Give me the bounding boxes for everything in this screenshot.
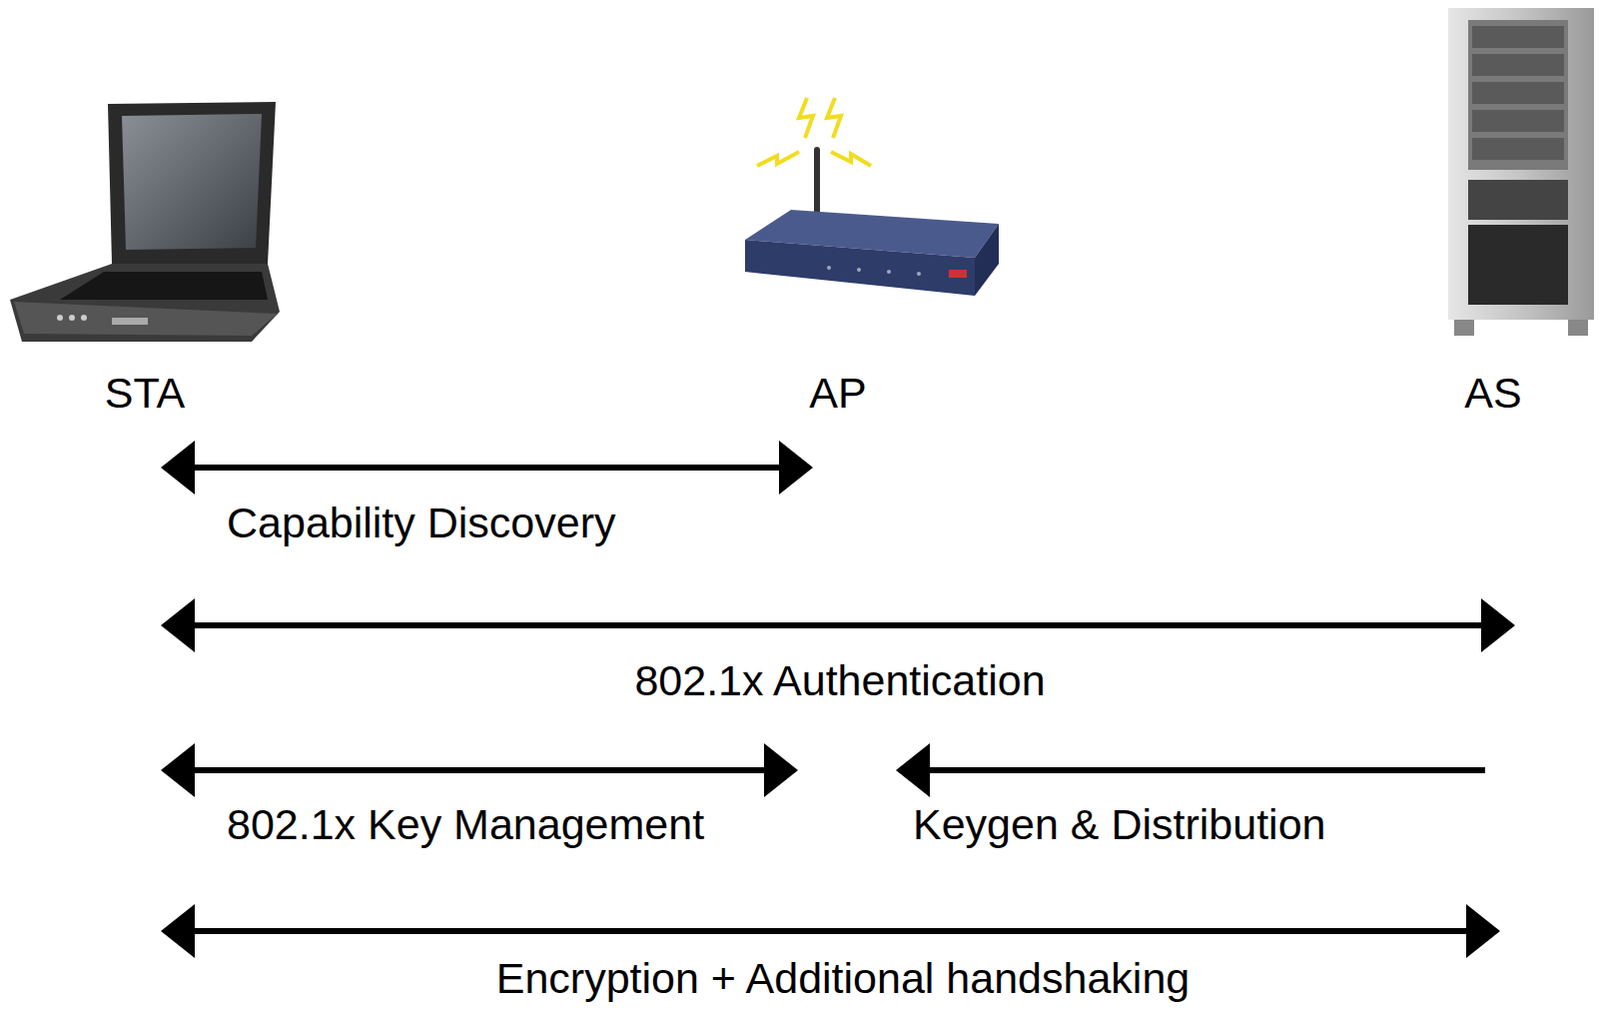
device-name: AP xyxy=(808,369,866,417)
arrow-connector xyxy=(160,743,799,798)
edge-label: Keygen & Distribution xyxy=(912,800,1327,848)
device-name: STA xyxy=(104,369,185,417)
device-label: AP xyxy=(808,369,866,417)
arrow-connector xyxy=(160,440,813,495)
device-name: AS xyxy=(1464,369,1522,417)
arrow-connector xyxy=(160,903,1501,958)
edge-label: Capability Discovery xyxy=(226,499,617,547)
arrow-connector xyxy=(160,598,1516,653)
edge-label: Encryption + Additional handshaking xyxy=(496,954,1190,1002)
edge-label: 802.1x Authentication xyxy=(634,657,1045,705)
laptop-icon xyxy=(9,101,280,342)
arrow-connector xyxy=(895,743,1486,798)
device-label: AS xyxy=(1464,369,1522,417)
device-label: STA xyxy=(104,369,185,417)
server-icon xyxy=(1448,7,1595,336)
router-icon xyxy=(745,97,999,296)
edge-label: 802.1x Key Management xyxy=(226,800,705,848)
